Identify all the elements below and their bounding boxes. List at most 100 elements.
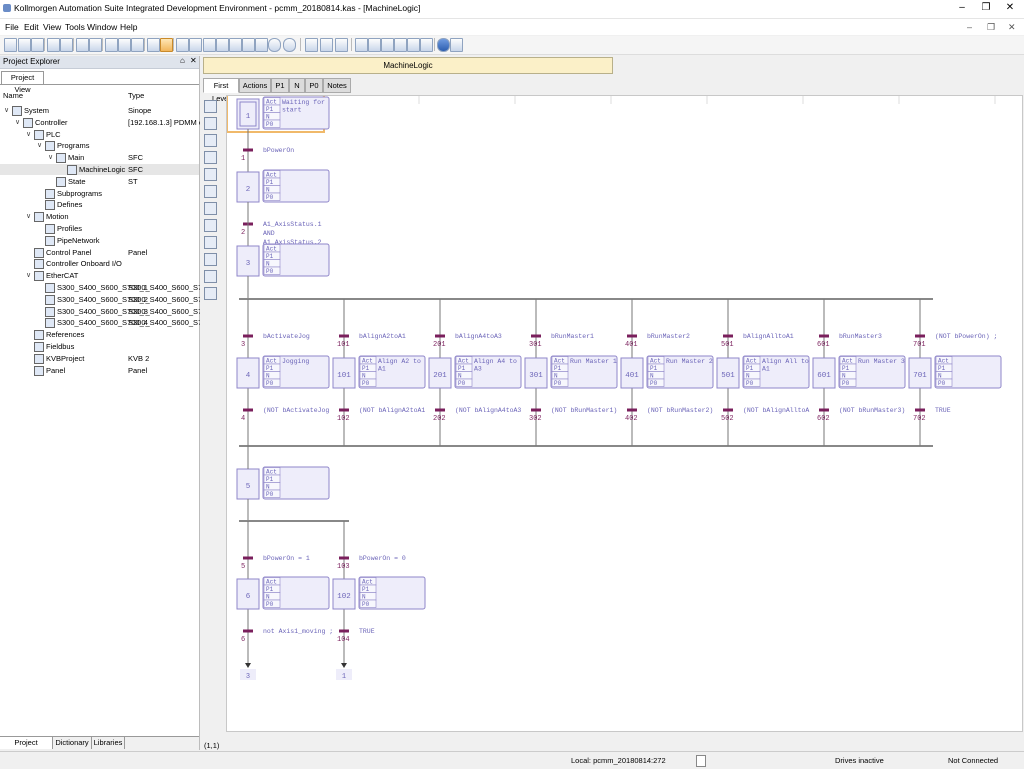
copy-icon[interactable] [118, 38, 131, 52]
tree-item-controller[interactable]: ∨Controller[192.168.1.3] PDMM o... [0, 117, 209, 128]
tab-project-explorer[interactable]: Project Explorer [0, 737, 53, 759]
tab-libraries[interactable]: Libraries [92, 737, 125, 749]
swap-icon[interactable] [204, 236, 217, 249]
mdi-close-icon[interactable]: ✕ [1008, 22, 1016, 32]
tab-p0[interactable]: P0 [305, 78, 323, 93]
menu-view[interactable]: View [43, 22, 62, 32]
zoom-icon[interactable] [305, 38, 318, 52]
column-name-header[interactable]: Name [3, 91, 24, 100]
tab-first-level[interactable]: First Level [203, 78, 239, 103]
upload-icon[interactable] [255, 38, 268, 52]
step-601[interactable] [812, 357, 836, 389]
step-401[interactable] [620, 357, 644, 389]
panel-close-icon[interactable]: ✕ [190, 56, 197, 65]
new-project-icon[interactable] [4, 38, 17, 52]
maximize-button[interactable]: ❐ [981, 2, 991, 13]
cycle-icon[interactable] [420, 38, 433, 52]
close-button[interactable]: ✕ [1005, 2, 1015, 13]
menu-file[interactable]: File [5, 22, 19, 32]
tab-actions[interactable]: Actions [239, 78, 271, 93]
insert-macro-icon[interactable] [204, 185, 217, 198]
find-icon[interactable] [147, 38, 160, 52]
compile-icon[interactable] [189, 38, 202, 52]
insert-divergence-icon[interactable] [204, 134, 217, 147]
run-icon[interactable] [268, 38, 281, 52]
breakpoint-icon[interactable] [335, 38, 348, 52]
check-all-icon[interactable] [216, 38, 229, 52]
expand-chevron-icon[interactable]: ∨ [14, 118, 21, 126]
tree-item-defines[interactable]: Defines [0, 199, 199, 211]
save-icon[interactable] [31, 38, 44, 52]
menu-window[interactable]: Window [87, 22, 118, 32]
open-project-icon[interactable] [18, 38, 31, 52]
step-into-icon[interactable] [394, 38, 407, 52]
expand-chevron-icon[interactable]: ∨ [25, 272, 32, 280]
connect-icon[interactable] [229, 38, 242, 52]
menu-edit[interactable]: Edit [24, 22, 39, 32]
pin-icon[interactable]: ⌂ [180, 56, 185, 65]
step-501[interactable] [716, 357, 740, 389]
tab-project-view[interactable]: Project View [1, 71, 44, 94]
insert-jump-icon[interactable] [204, 168, 217, 181]
menu-help[interactable]: Help [120, 22, 138, 32]
tree-item-plc[interactable]: ∨PLC [0, 129, 199, 140]
minimize-button[interactable]: – [959, 2, 965, 13]
insert-parallel-icon[interactable] [204, 202, 217, 215]
expand-chevron-icon[interactable]: ∨ [25, 213, 32, 221]
step-over-icon[interactable] [381, 38, 394, 52]
step-4[interactable] [236, 357, 260, 389]
insert-transition-icon[interactable] [204, 117, 217, 130]
step-701[interactable] [908, 357, 932, 389]
properties-icon[interactable] [204, 253, 217, 266]
redo-icon[interactable] [89, 38, 102, 52]
paste-icon[interactable] [131, 38, 144, 52]
tab-p1[interactable]: P1 [271, 78, 289, 93]
mdi-restore-icon[interactable]: ❐ [987, 22, 996, 32]
print-icon[interactable] [47, 38, 60, 52]
insert-step-icon[interactable] [204, 100, 217, 113]
tree-item-controller-onboard-i-o[interactable]: Controller Onboard I/O [0, 258, 199, 270]
expand-chevron-icon[interactable]: ∨ [3, 107, 10, 114]
insert-comment-icon[interactable] [204, 219, 217, 232]
step-301[interactable] [524, 357, 548, 389]
tree-item-fieldbus[interactable]: Fieldbus [0, 341, 199, 352]
tree-item-motion[interactable]: ∨Motion [0, 211, 199, 223]
undo-icon[interactable] [76, 38, 89, 52]
download-icon[interactable] [242, 38, 255, 52]
tab-notes[interactable]: Notes [323, 78, 351, 93]
toggle-panel-icon[interactable] [160, 38, 173, 52]
expand-chevron-icon[interactable]: ∨ [47, 154, 54, 162]
print-preview-icon[interactable] [60, 38, 73, 52]
insert-convergence-icon[interactable] [204, 151, 217, 164]
tree-item-profiles[interactable]: Profiles [0, 223, 199, 234]
stop-icon[interactable] [283, 38, 296, 52]
document-tab[interactable]: MachineLogic [203, 57, 613, 74]
pause-icon[interactable] [355, 38, 368, 52]
edit-code-icon[interactable] [204, 287, 217, 300]
help-icon[interactable] [437, 38, 450, 52]
tree-item-pipenetwork[interactable]: PipeNetwork [0, 235, 199, 246]
column-type-header[interactable]: Type [128, 91, 145, 100]
step-101[interactable] [332, 357, 356, 389]
tab-n[interactable]: N [289, 78, 305, 93]
expand-chevron-icon[interactable]: ∨ [25, 130, 32, 138]
step-102[interactable] [332, 578, 356, 610]
step-icon[interactable] [368, 38, 381, 52]
link-icon[interactable] [204, 270, 217, 283]
mdi-minimize-icon[interactable]: – [967, 22, 973, 32]
check-icon[interactable] [203, 38, 216, 52]
tree-item-ethercat[interactable]: ∨EtherCAT [0, 270, 199, 282]
tree-item-references[interactable]: References [0, 329, 199, 341]
